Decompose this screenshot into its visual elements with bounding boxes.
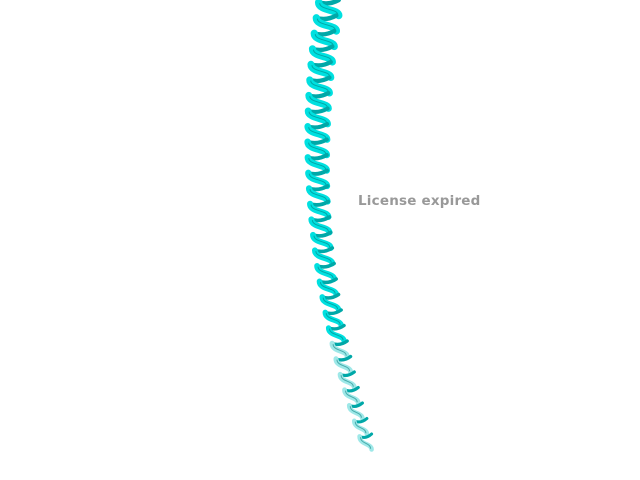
helix-ribbon-edge	[308, 142, 327, 155]
helix-front-ribbon	[314, 262, 337, 282]
helix-front-ribbon	[329, 340, 350, 360]
license-expired-watermark: License expired	[358, 193, 481, 209]
helix-ribbon-edge	[311, 64, 331, 77]
helix-front-ribbon	[308, 216, 333, 236]
helix-front-ribbon	[342, 387, 361, 406]
helix-front-ribbon	[337, 371, 357, 390]
helix-front-ribbon	[319, 294, 342, 313]
helix-ribbon-edge	[360, 437, 372, 449]
helix-ribbon-edge	[345, 390, 358, 403]
helix-ribbon-edge	[310, 80, 329, 93]
helix-front-ribbon	[333, 356, 354, 375]
helix-front-ribbon	[357, 434, 374, 452]
helix-ribbon-edge	[319, 2, 339, 15]
helix-ribbon-edge	[340, 375, 354, 387]
helix-ribbon-edge	[317, 266, 334, 279]
helix-ribbon-edge	[313, 235, 331, 248]
helix-ribbon-edge	[310, 204, 328, 217]
helix-ribbon-edge	[308, 126, 327, 139]
helix-ribbon-edge	[308, 111, 328, 124]
helix-ribbon-edge	[322, 297, 339, 310]
helix-ribbon-edge	[336, 359, 351, 372]
helix-ribbon-edge	[315, 250, 332, 263]
helix-ribbon-edge	[309, 95, 328, 108]
helix-front-ribbon	[346, 402, 365, 421]
helix-ribbon-edge	[325, 312, 341, 325]
helix-front-ribbon	[311, 247, 336, 267]
helix-ribbon-edge	[308, 173, 327, 186]
helix-ribbon-edge	[332, 343, 347, 356]
helix-front-ribbon	[307, 200, 332, 221]
helix-front-ribbon	[322, 309, 344, 329]
helix-ribbon-edge	[349, 406, 362, 418]
helix-ribbon-edge	[308, 157, 327, 170]
helix-front-ribbon	[316, 278, 339, 298]
helix-ribbon-edge	[311, 219, 329, 232]
helix-ribbon-edge	[319, 281, 336, 294]
helix-ribbon-edge	[329, 328, 344, 341]
helix-ribbon-edge	[354, 421, 367, 434]
helix-front-ribbon	[351, 418, 370, 437]
helix-ribbon-edge	[309, 188, 328, 201]
helix-front-ribbon	[310, 231, 334, 251]
helix-front-ribbon	[325, 325, 347, 344]
